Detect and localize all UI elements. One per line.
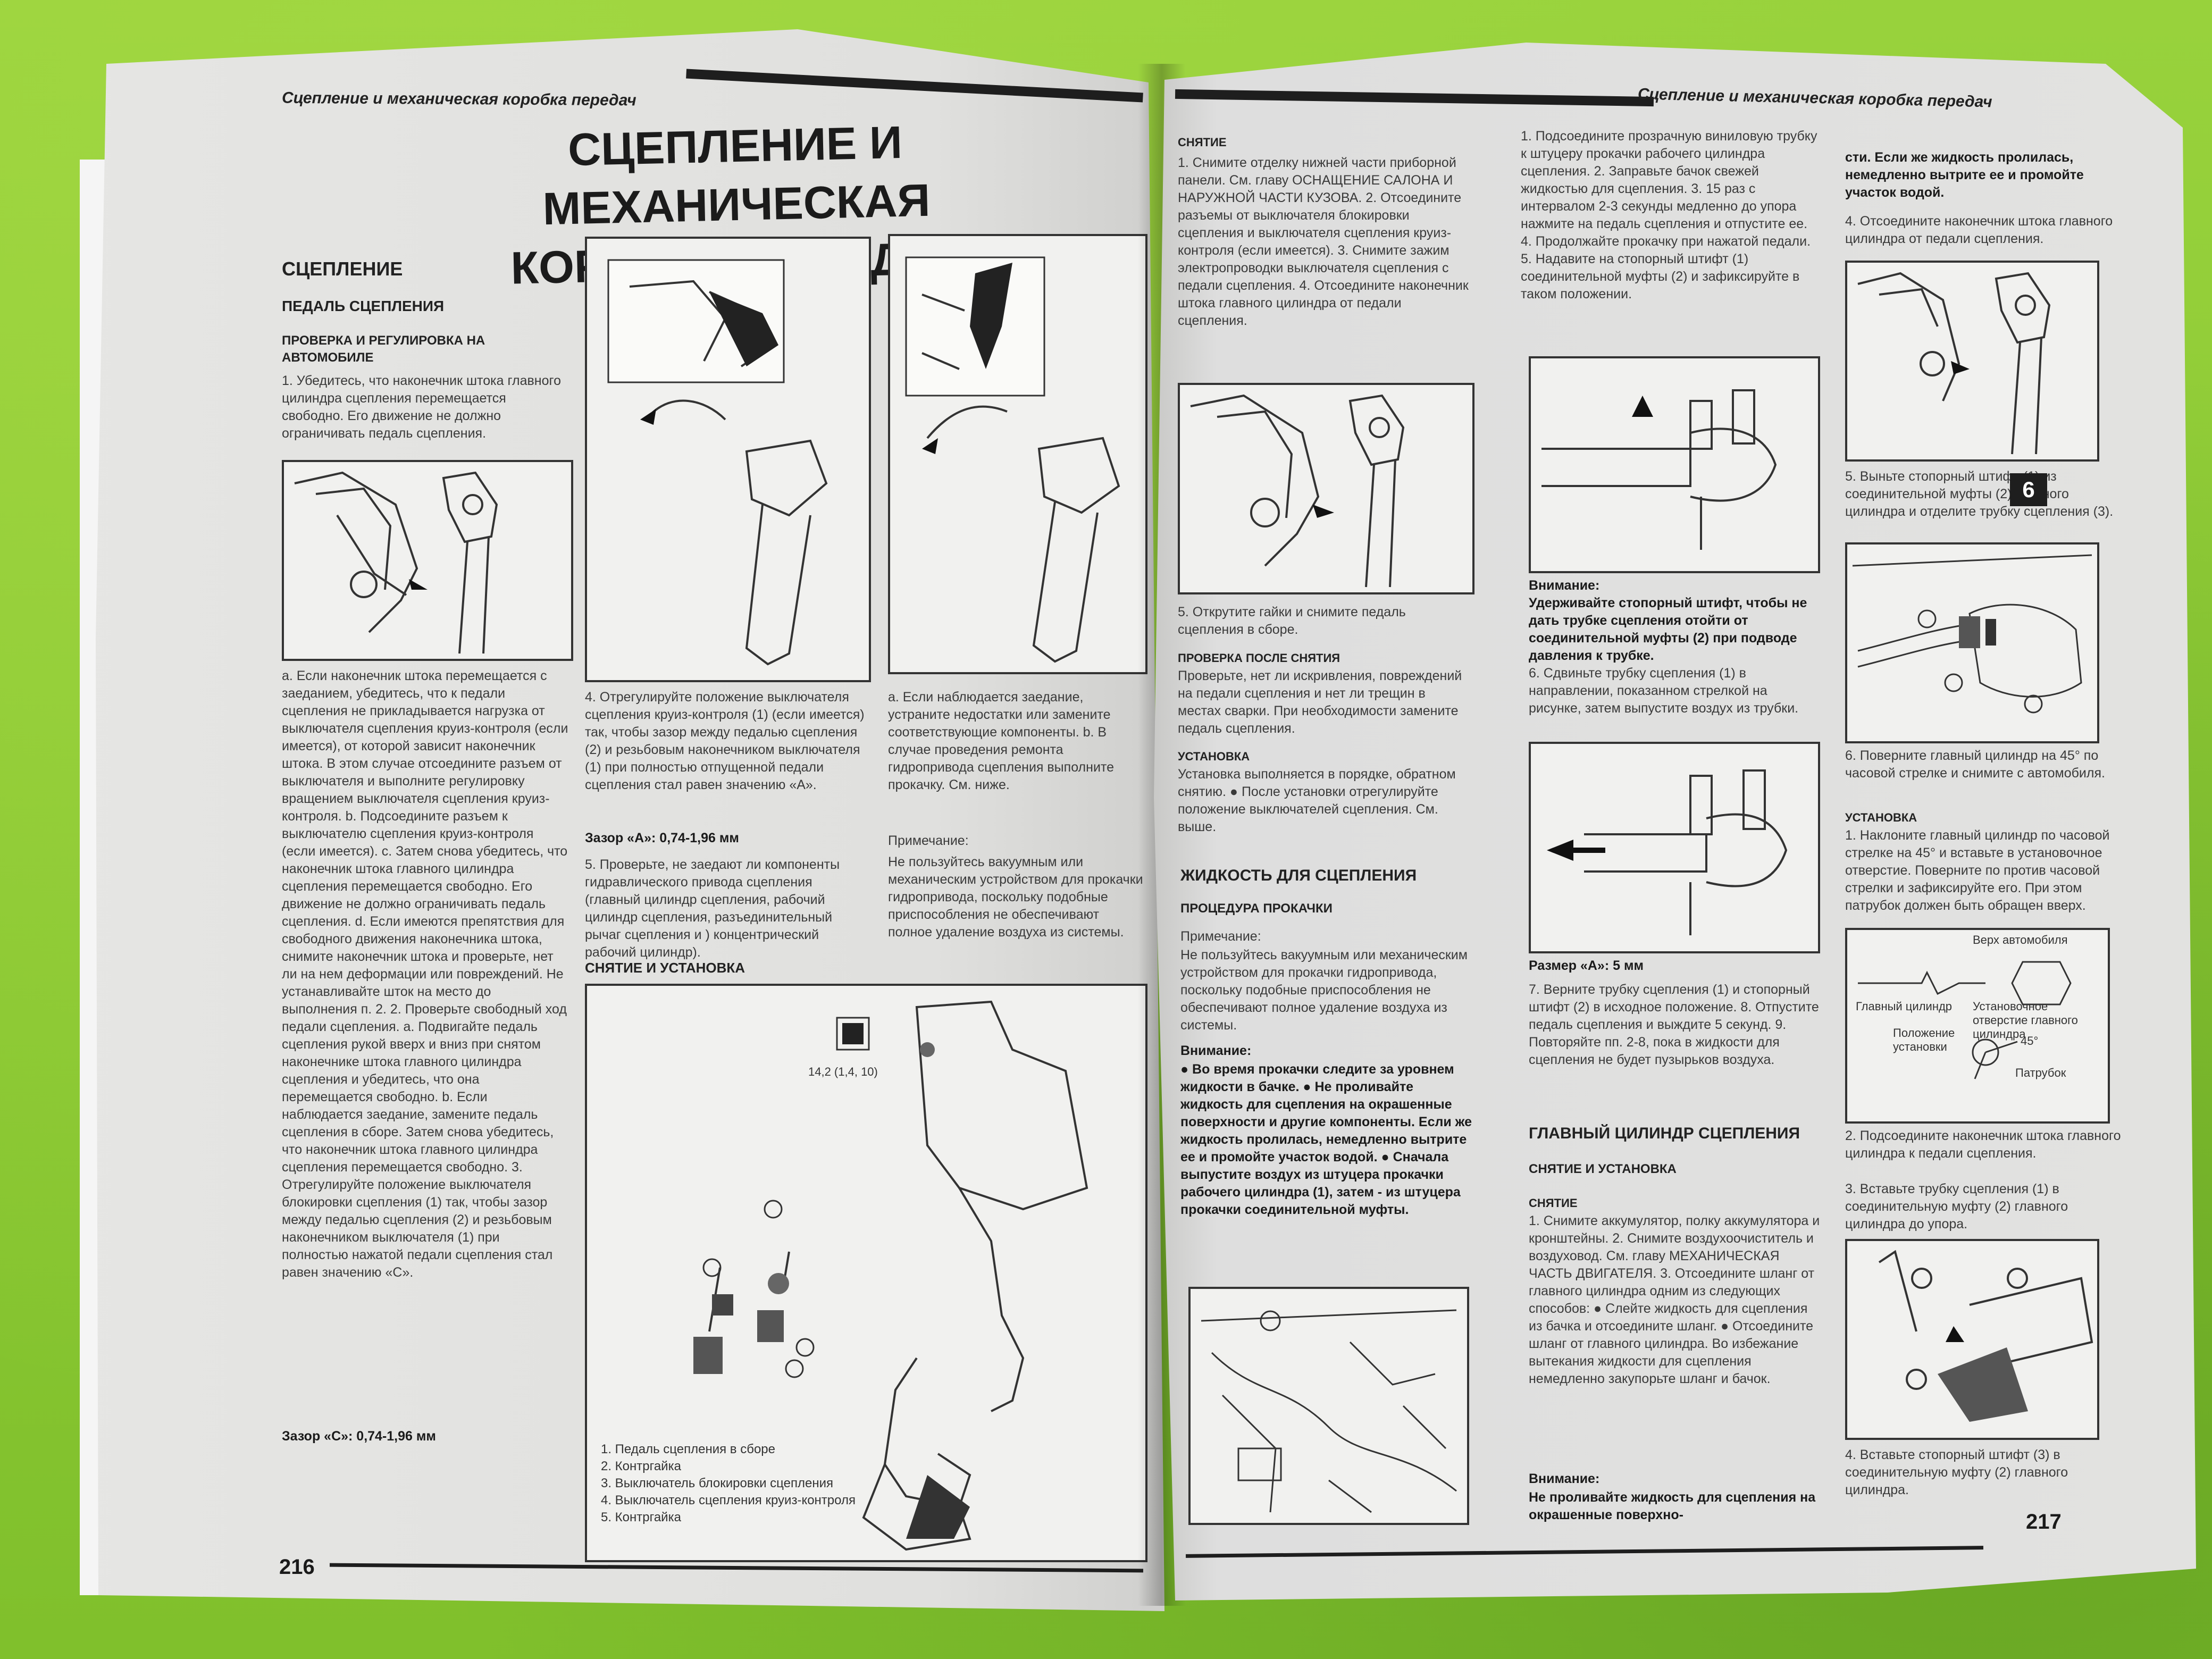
figure-coupler (1845, 542, 2099, 743)
footer-rule (1186, 1546, 1983, 1558)
install-heading: УСТАНОВКА (1178, 750, 1250, 763)
figure-pedal-exploded (585, 984, 1147, 1562)
left-page: Сцепление и механическая коробка передач… (96, 29, 1164, 1611)
step2-connect-text: 2. Подсоедините наконечник штока главног… (1845, 1128, 2121, 1161)
master-removal-heading: СНЯТИЕ (1529, 1196, 1578, 1210)
legend-item: 3. Выключатель блокировки сцепления (601, 1476, 834, 1490)
attention-heading: Внимание: (1180, 1043, 1252, 1058)
install-text: Установка выполняется в порядке, обратно… (1178, 767, 1456, 834)
figure-install-angle (1845, 928, 2110, 1124)
fig-label-hole: Установочное отверстие главного цилиндра (1973, 1000, 2078, 1041)
check-heading: ПРОВЕРКА ПОСЛЕ СНЯТИЯ (1178, 651, 1340, 665)
subsection-heading: ПЕДАЛЬ СЦЕПЛЕНИЯ (282, 298, 445, 314)
fig-label-nipple: Патрубок (2015, 1066, 2066, 1079)
gap-a-spec: Зазор «A»: 0,74-1,96 мм (585, 831, 739, 845)
figure-rod-end-removal (1178, 383, 1474, 594)
step6-text: 6. Сдвиньте трубку сцепления (1) в напра… (1529, 666, 1799, 716)
page-number: 216 (279, 1555, 315, 1579)
jamming-text: a. Если наблюдается заедание, устраните … (888, 690, 1114, 792)
fluid-heading: ЖИДКОСТЬ ДЛЯ СЦЕПЛЕНИЯ (1180, 867, 1417, 884)
right-page: Сцепление и механическая коробка передач… (1154, 43, 2196, 1601)
bleed-note-text: Не пользуйтесь вакуумным или механически… (1180, 948, 1468, 1033)
legend-item: 2. Контргайка (601, 1459, 681, 1473)
install-heading-2: УСТАНОВКА (1845, 811, 1917, 824)
adjustment-text: a. Если наконечник штока перемещается с … (282, 668, 568, 1280)
check-text: Проверьте, нет ли искривления, поврежден… (1178, 668, 1462, 736)
fig-label-angle: 45° (2021, 1034, 2039, 1048)
fig-label-master: Главный цилиндр (1856, 1000, 1953, 1013)
legend-item: 5. Контргайка (601, 1510, 681, 1524)
figure-pin-insert (1845, 1239, 2099, 1440)
step3-insert-text: 3. Вставьте трубку сцепления (1) в соеди… (1845, 1182, 2068, 1231)
section-heading: СЦЕПЛЕНИЕ (282, 258, 403, 280)
subsubsection-heading: ПРОВЕРКА И РЕГУЛИРОВКА НА АВТОМОБИЛЕ (282, 333, 485, 365)
legend-item: 1. Педаль сцепления в сборе (601, 1442, 775, 1456)
footer-rule (329, 1563, 1144, 1573)
attention3-heading: Внимание: (1529, 1471, 1600, 1486)
figure-cruise-switch (888, 234, 1147, 674)
legend-item: 4. Выключатель сцепления круиз-контроля (601, 1493, 856, 1507)
figure-rod-end (282, 460, 573, 661)
torque-spec: 14,2 (1,4, 10) (808, 1065, 878, 1078)
bleed-final-steps: 7. Верните трубку сцепления (1) и стопор… (1529, 982, 1819, 1067)
step4-text: 4. Отсоедините наконечник штока главного… (1845, 214, 2113, 246)
note-heading: Примечание: (888, 833, 969, 848)
gap-c-spec: Зазор «C»: 0,74-1,96 мм (282, 1429, 436, 1444)
step5-text: 5. Открутите гайки и снимите педаль сцеп… (1178, 605, 1406, 637)
note-text: Не пользуйтесь вакуумным или механически… (888, 854, 1143, 940)
step4-pin-text: 4. Вставьте стопорный штифт (3) в соедин… (1845, 1447, 2068, 1497)
running-head: Сцепление и механическая коробка передач (281, 89, 636, 110)
step5-pin-text: 5. Выньте стопорный штифт (1) из соедини… (1845, 469, 2114, 519)
bleed-heading: ПРОЦЕДУРА ПРОКАЧКИ (1180, 901, 1333, 916)
figure-coupler-lock (1529, 356, 1820, 573)
attention-text: ● Во время прокачки следите за уровнем ж… (1180, 1062, 1472, 1217)
header-bar (686, 69, 1143, 103)
chapter-tab: 6 (2010, 473, 2047, 506)
removal-text: 1. Снимите отделку нижней части приборно… (1178, 155, 1469, 328)
bleed-steps: 1. Подсоедините прозрачную виниловую тру… (1521, 129, 1817, 301)
attention2-text: Удерживайте стопорный штифт, чтобы не да… (1529, 596, 1807, 663)
bleed-note-heading: Примечание: (1180, 929, 1261, 944)
check-components-text: 5. Проверьте, не заедают ли компоненты г… (585, 857, 840, 960)
figure-bleeder-location (1188, 1287, 1469, 1525)
intro-text: 1. Убедитесь, что наконечник штока главн… (282, 373, 561, 441)
install-steps: 1. Наклоните главный цилиндр по часовой … (1845, 828, 2110, 913)
attention2-heading: Внимание: (1529, 578, 1600, 593)
figure-interlock-switch (585, 237, 871, 682)
step6-rotate-text: 6. Поверните главный цилиндр на 45° по ч… (1845, 748, 2105, 781)
title-line-1: СЦЕПЛЕНИЕ И МЕХАНИЧЕСКАЯ (542, 116, 931, 235)
figure-tube-slide (1529, 742, 1820, 953)
running-head: Сцепление и механическая коробка передач (1637, 85, 1992, 111)
removal-heading: СНЯТИЕ (1178, 136, 1227, 149)
master-cylinder-heading: ГЛАВНЫЙ ЦИЛИНДР СЦЕПЛЕНИЯ (1529, 1125, 1800, 1142)
fig-label-position: Положение установки (1893, 1026, 1955, 1053)
attention3-text: Не проливайте жидкость для сцепления на … (1529, 1490, 1816, 1522)
removal-install-heading: СНЯТИЕ И УСТАНОВКА (585, 960, 745, 976)
cruise-adjust-text: 4. Отрегулируйте положение выключателя с… (585, 690, 865, 792)
fig-label-top: Верх автомобиля (1973, 933, 2068, 946)
figure-legend: 1. Педаль сцепления в сборе 2. Контргайк… (601, 1441, 946, 1526)
continued-warning: сти. Если же жидкость пролилась, немедле… (1845, 150, 2084, 200)
size-a-spec: Размер «A»: 5 мм (1529, 958, 1644, 973)
master-removal-text: 1. Снимите аккумулятор, полку аккумулято… (1529, 1213, 1820, 1386)
header-bar (1175, 89, 1654, 107)
page-number: 217 (2026, 1510, 2062, 1534)
master-removal-install-heading: СНЯТИЕ И УСТАНОВКА (1529, 1162, 1677, 1176)
figure-master-rod (1845, 261, 2099, 462)
